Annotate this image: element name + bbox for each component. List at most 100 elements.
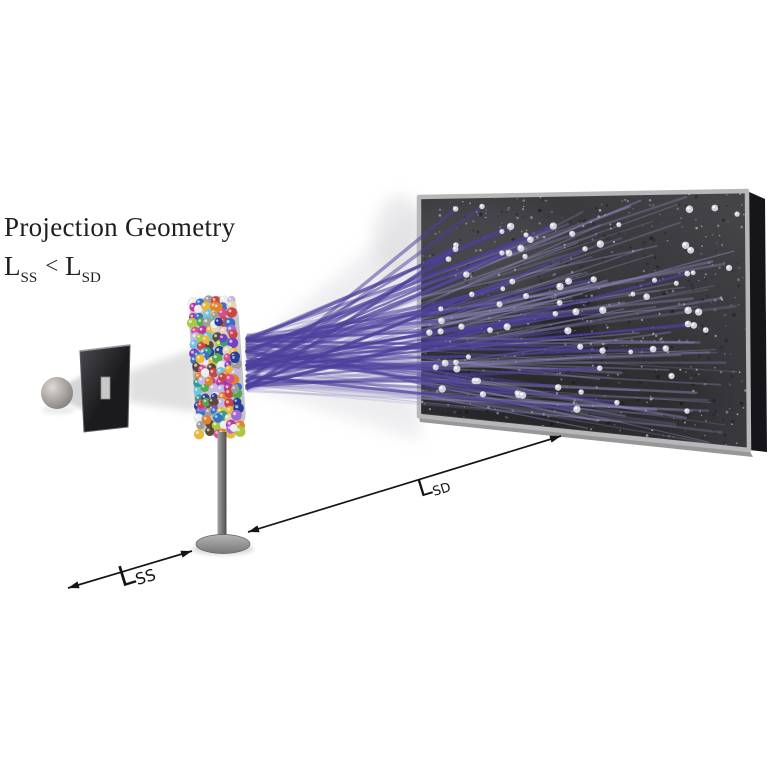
grain-dot: [649, 395, 652, 398]
grain-dot: [547, 358, 550, 361]
geometry-inequality: LSS<LSD: [4, 251, 102, 286]
grain-dot: [476, 230, 480, 234]
grain-dot: [681, 416, 686, 421]
grain-dot: [465, 360, 469, 364]
bead-highlight: [206, 428, 210, 432]
projected-bead-highlight: [507, 223, 511, 227]
grain-dot: [499, 226, 502, 229]
grain-dot: [698, 373, 700, 376]
grain-dot: [449, 202, 452, 204]
grain-dot: [534, 329, 538, 333]
grain-dot: [606, 326, 609, 329]
grain-dot: [548, 289, 552, 292]
grain-dot: [485, 283, 488, 286]
grain-dot: [732, 313, 736, 317]
grain-dot: [554, 293, 557, 297]
lsd-arrow-head: [549, 435, 561, 443]
grain-dot: [496, 332, 499, 335]
bold-ray: [245, 379, 479, 384]
bead-highlight: [232, 356, 235, 359]
grain-dot: [538, 208, 542, 213]
projected-bead-highlight: [629, 350, 631, 353]
grain-dot: [642, 240, 647, 245]
grain-dot: [695, 368, 698, 371]
grain-dot: [653, 370, 657, 374]
grain-dot: [720, 243, 724, 247]
grain-dot: [627, 320, 631, 324]
projected-bead: [694, 308, 703, 316]
grain-dot: [522, 199, 526, 202]
projected-bead-highlight: [703, 327, 706, 331]
sample-stand: [192, 432, 254, 555]
grain-dot: [439, 231, 441, 234]
grain-dot: [542, 412, 545, 416]
diagram-title: Projection Geometry: [4, 212, 236, 242]
grain-dot: [584, 294, 588, 298]
bold-ray: [245, 347, 667, 366]
bead-highlight: [198, 343, 202, 347]
grain-dot: [464, 280, 469, 285]
grain-dot: [492, 361, 495, 363]
grain-dot: [555, 319, 557, 321]
grain-dot: [590, 330, 594, 333]
grain-dot: [572, 392, 575, 395]
projected-bead: [438, 385, 446, 393]
lss-arrow: [67, 550, 193, 589]
grain-dot: [514, 360, 517, 364]
grain-dot: [559, 372, 561, 374]
bead-highlight: [228, 297, 232, 301]
grain-dot: [590, 356, 592, 359]
bead-highlight: [218, 362, 221, 366]
grain-dot: [621, 299, 623, 301]
grain-dot: [587, 412, 592, 416]
bead-highlight: [212, 313, 215, 316]
grain-dot: [610, 225, 614, 228]
projected-bead-highlight: [500, 251, 503, 254]
bead-highlight: [190, 314, 194, 318]
grain-dot: [672, 265, 676, 270]
projected-bead-highlight: [597, 366, 600, 369]
grain-dot: [482, 369, 485, 372]
faint-ray: [246, 331, 672, 390]
projected-bead: [445, 256, 452, 262]
bead-highlight: [202, 303, 206, 307]
grain-dot: [613, 423, 616, 426]
grain-dot: [462, 200, 464, 203]
bold-ray: [245, 247, 458, 391]
projected-bead: [432, 364, 439, 371]
grain-dot: [587, 281, 590, 284]
grain-dot: [513, 268, 517, 271]
projected-bead: [441, 359, 449, 367]
grain-dot: [603, 395, 606, 398]
bead-highlight: [209, 399, 213, 402]
projected-bead-highlight: [504, 324, 508, 328]
grain-dot: [508, 300, 511, 304]
bead-highlight: [194, 388, 198, 391]
grain-dot: [623, 232, 626, 234]
grain-dot: [578, 219, 582, 223]
grain-dot: [599, 280, 602, 282]
grain-dot: [573, 399, 576, 402]
bead-highlight: [215, 319, 219, 322]
grain-dot: [590, 294, 593, 297]
grain-dot: [682, 437, 684, 439]
bold-ray: [245, 207, 458, 383]
grain-dot: [606, 420, 611, 425]
grain-dot: [428, 389, 432, 392]
collimator-top-highlight: [79, 344, 131, 352]
projected-bead-highlight: [516, 391, 520, 395]
grain-dot: [685, 371, 687, 373]
grain-dot: [577, 234, 579, 236]
grain-dot: [707, 356, 711, 360]
grain-dot: [620, 401, 625, 406]
bead-highlight: [229, 339, 233, 343]
grain-dot: [731, 423, 733, 425]
grain-dot: [671, 289, 675, 293]
grain-dot: [723, 313, 727, 317]
grain-dot: [648, 405, 652, 409]
bead-highlight: [199, 327, 203, 331]
projected-bead: [496, 301, 503, 308]
collimator: [79, 344, 131, 433]
grain-dot: [569, 220, 572, 223]
bead-highlight: [198, 319, 202, 323]
